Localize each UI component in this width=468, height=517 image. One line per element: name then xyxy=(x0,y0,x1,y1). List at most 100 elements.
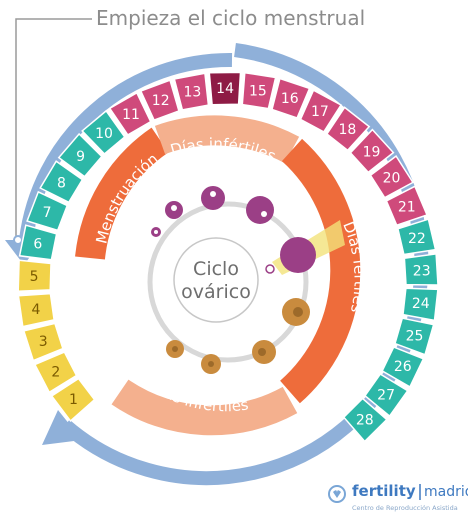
day-tile-26: 26 xyxy=(381,346,425,388)
day-tile-shape xyxy=(349,128,395,174)
page-title: Empieza el ciclo menstrual xyxy=(96,6,365,30)
day-number: 23 xyxy=(413,263,431,279)
day-number: 15 xyxy=(249,83,267,99)
day-tile-shape xyxy=(50,377,96,422)
day-tile-shape xyxy=(18,224,58,261)
day-tile-shape xyxy=(139,79,180,122)
day-number: 5 xyxy=(30,269,39,285)
day-tile-6: 6 xyxy=(18,224,58,261)
day-tile-shape xyxy=(385,185,429,227)
day-tile-3: 3 xyxy=(22,322,64,362)
day-number: 12 xyxy=(152,93,170,109)
day-tile-shape xyxy=(271,77,311,119)
day-tile-shape xyxy=(57,132,103,178)
day-tile-15: 15 xyxy=(241,71,277,110)
phase-bands xyxy=(75,115,361,436)
day-number: 27 xyxy=(377,388,395,404)
day-tile-shape xyxy=(22,322,64,362)
day-tile-24: 24 xyxy=(402,287,439,322)
day-number: 9 xyxy=(76,149,85,165)
day-number: 8 xyxy=(57,176,66,192)
day-number: 10 xyxy=(95,126,113,142)
day-tile-shape xyxy=(39,160,84,204)
day-number: 6 xyxy=(33,237,42,253)
day-tile-19: 19 xyxy=(349,128,395,174)
day-number: 13 xyxy=(183,84,201,100)
day-tile-shape xyxy=(108,91,152,136)
day-number: 18 xyxy=(338,122,356,138)
center-line-2: ovárico xyxy=(181,281,251,303)
ovarian-cycle-illustration: Ciclo ovárico xyxy=(147,186,345,374)
day-number: 4 xyxy=(31,302,40,318)
center-line-1: Ciclo xyxy=(193,258,239,280)
day-tile-shape xyxy=(394,317,435,356)
day-tile-8: 8 xyxy=(39,160,84,204)
title-callout: Empieza el ciclo menstrual xyxy=(13,6,365,245)
day-tile-2: 2 xyxy=(33,351,78,394)
day-number: 25 xyxy=(406,329,424,345)
day-tile-shape xyxy=(241,71,277,110)
fertile-band xyxy=(279,138,361,404)
day-tile-shape xyxy=(381,346,425,388)
day-number: 26 xyxy=(394,359,412,375)
day-number: 16 xyxy=(281,91,299,107)
day-tile-23: 23 xyxy=(403,253,439,286)
day-tile-25: 25 xyxy=(394,317,435,356)
day-number: 21 xyxy=(398,200,416,216)
day-tile-16: 16 xyxy=(271,77,311,119)
day-tile-7: 7 xyxy=(26,190,69,232)
day-tile-shape xyxy=(33,351,78,394)
day-number: 28 xyxy=(356,413,374,429)
day-number: 17 xyxy=(311,104,329,120)
day-tile-shape xyxy=(26,190,69,232)
day-tile-shape xyxy=(173,72,210,111)
day-tile-17: 17 xyxy=(299,89,343,133)
day-tile-shape xyxy=(299,89,343,133)
day-number: 24 xyxy=(412,296,430,312)
released-ovum xyxy=(265,264,275,274)
day-tile-shape xyxy=(403,253,439,286)
day-tile-20: 20 xyxy=(369,155,414,199)
day-tile-9: 9 xyxy=(57,132,103,178)
brand-city: madrid xyxy=(424,484,468,500)
brand-tagline: Centro de Reproducción Asistida xyxy=(352,504,458,512)
ovulating-follicle xyxy=(280,237,316,273)
day-tile-5: 5 xyxy=(17,259,52,293)
center-circle xyxy=(173,237,259,323)
menstruation-band xyxy=(75,127,169,260)
day-tile-shape xyxy=(402,287,439,322)
day-tile-shape xyxy=(81,109,126,155)
day-number: 22 xyxy=(408,231,426,247)
day-tile-27: 27 xyxy=(363,373,409,418)
day-tile-1: 1 xyxy=(50,377,96,422)
day-tile-shape xyxy=(17,259,52,293)
day-tile-22: 22 xyxy=(397,218,437,256)
infertile-bottom-band xyxy=(111,379,298,436)
day-tile-shape xyxy=(325,106,371,152)
day-number: 14 xyxy=(216,81,234,97)
brand-logo: fertility madrid Centro de Reproducción … xyxy=(328,482,468,512)
day-tile-12: 12 xyxy=(139,79,180,122)
infertile-top-band xyxy=(154,115,300,164)
day-number: 7 xyxy=(43,205,52,221)
day-tile-14: 14 xyxy=(208,71,242,106)
day-tile-4: 4 xyxy=(17,292,55,328)
day-tile-shape xyxy=(342,397,388,443)
day-tile-shape xyxy=(363,373,409,418)
day-tile-shape xyxy=(369,155,414,199)
day-number: 19 xyxy=(363,145,381,161)
day-tile-11: 11 xyxy=(108,91,152,136)
day-number: 3 xyxy=(39,334,48,350)
day-tile-shape xyxy=(208,71,242,106)
day-tile-13: 13 xyxy=(173,72,210,111)
day-tile-18: 18 xyxy=(325,106,371,152)
day-tile-28: 28 xyxy=(342,397,388,443)
brand-name: fertility xyxy=(352,482,416,500)
day-tile-10: 10 xyxy=(81,109,126,155)
follicle-4 xyxy=(246,196,274,224)
day-number: 20 xyxy=(383,171,401,187)
day-tile-shape xyxy=(397,218,437,256)
day-tile-21: 21 xyxy=(385,185,429,227)
